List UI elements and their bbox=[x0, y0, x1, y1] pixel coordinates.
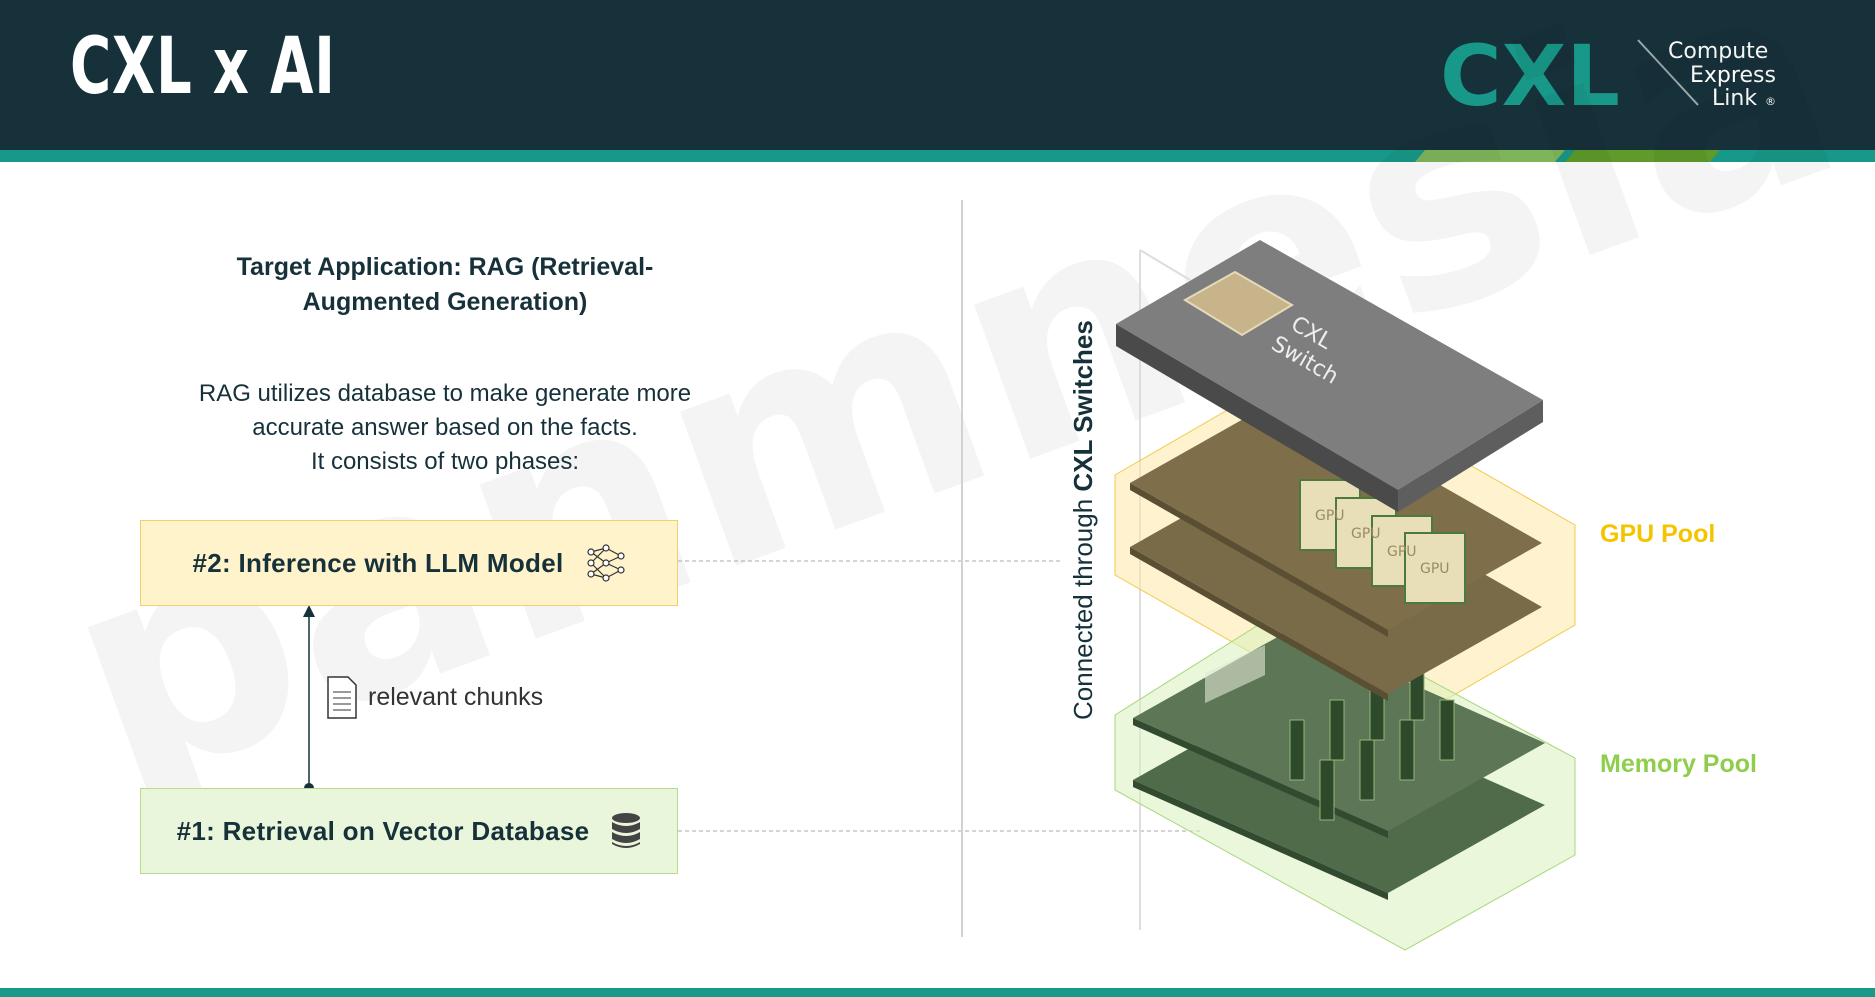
memory-board bbox=[1133, 630, 1545, 900]
description: RAG utilizes database to make generate m… bbox=[140, 377, 750, 479]
cxl-logo: CXL Compute Express Link ® bbox=[1440, 27, 1776, 125]
logo-mark: CXL bbox=[1440, 27, 1620, 125]
section-heading: Target Application: RAG (Retrieval-Augme… bbox=[236, 253, 654, 316]
gpu-board: GPU GPU GPU GPU bbox=[1130, 396, 1542, 701]
database-icon bbox=[612, 813, 641, 848]
vertical-label-prefix: Connected through bbox=[1068, 491, 1098, 720]
document-icon bbox=[327, 676, 357, 719]
gpu-chip-label: GPU bbox=[1351, 526, 1381, 542]
divider bbox=[961, 200, 963, 937]
page-title: CXL x AI bbox=[70, 22, 336, 112]
memory-pool-label: Memory Pool bbox=[1600, 750, 1757, 778]
footer-stripe bbox=[0, 988, 1875, 997]
logo-registered: ® bbox=[1765, 95, 1776, 108]
logo-line1: Compute bbox=[1668, 39, 1768, 64]
logo-line2: Express bbox=[1690, 63, 1776, 88]
neural-network-icon bbox=[586, 544, 625, 582]
description-line: RAG utilizes database to make generate m… bbox=[198, 380, 692, 407]
header bbox=[0, 0, 1875, 150]
phase-2-box: #2: Inference with LLM Model bbox=[140, 520, 678, 606]
description-line: accurate answer based on the facts. bbox=[252, 414, 638, 441]
gpu-pool-label: GPU Pool bbox=[1600, 520, 1716, 548]
gpu-chip-label: GPU bbox=[1315, 508, 1345, 524]
phase-1-box: #1: Retrieval on Vector Database bbox=[140, 788, 678, 874]
vertical-label-bold: CXL Switches bbox=[1068, 320, 1098, 492]
vertical-label: Connected through CXL Switches bbox=[1068, 320, 1099, 720]
arrow-label: relevant chunks bbox=[368, 683, 544, 711]
gpu-chip-label: GPU bbox=[1420, 561, 1450, 577]
logo-line3: Link bbox=[1712, 86, 1757, 111]
gpu-chip-label: GPU bbox=[1387, 544, 1417, 560]
cxl-switch: CXL Switch bbox=[1116, 240, 1543, 512]
phase-2-label: #2: Inference with LLM Model bbox=[192, 547, 564, 578]
description-line: It consists of two phases: bbox=[310, 448, 580, 475]
phase-1-label: #1: Retrieval on Vector Database bbox=[176, 815, 590, 846]
